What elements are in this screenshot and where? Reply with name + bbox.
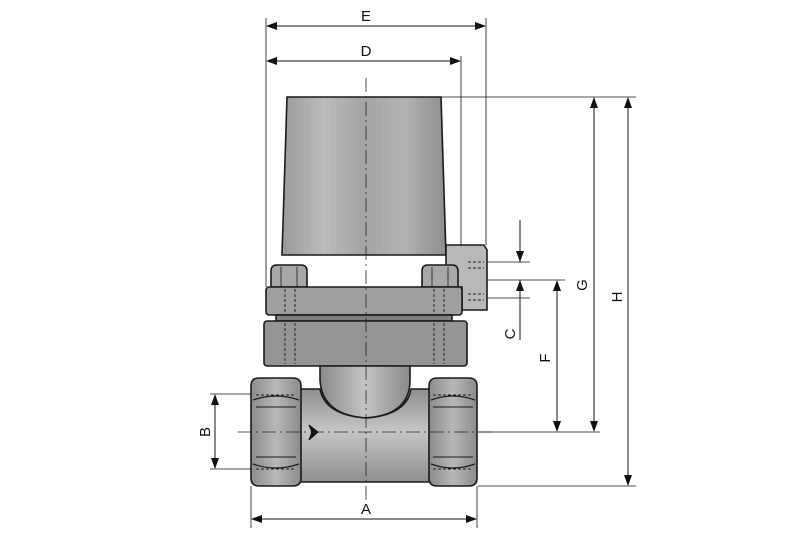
dimension-f-label: F (537, 353, 554, 362)
dimension-b: B (197, 394, 219, 469)
dimension-h-label: H (609, 292, 626, 303)
hex-nut-right (428, 377, 478, 487)
dimension-a: A (251, 501, 477, 523)
actuator-cap (281, 96, 447, 256)
gasket-ring (275, 314, 453, 322)
bolt-head-right (421, 264, 459, 288)
arrow-right-icon (308, 424, 319, 441)
lower-flange (263, 320, 468, 367)
dimension-g: G (574, 97, 598, 432)
dimension-c: C (502, 220, 524, 340)
dimension-e-label: E (361, 8, 371, 25)
dimension-d: D (266, 43, 461, 65)
bolt-head-left (270, 264, 308, 288)
dimension-d-label: D (361, 43, 372, 60)
dimension-e: E (266, 8, 486, 30)
dimension-f: F (537, 280, 561, 432)
dimension-h: H (609, 97, 632, 486)
upper-flange (265, 286, 463, 316)
valve-body-pipe (299, 388, 431, 483)
dimension-a-label: A (361, 501, 371, 518)
dimension-g-label: G (574, 279, 591, 291)
dimension-c-label: C (502, 328, 519, 339)
dimension-b-label: B (197, 427, 214, 437)
extension-lines (210, 18, 636, 528)
